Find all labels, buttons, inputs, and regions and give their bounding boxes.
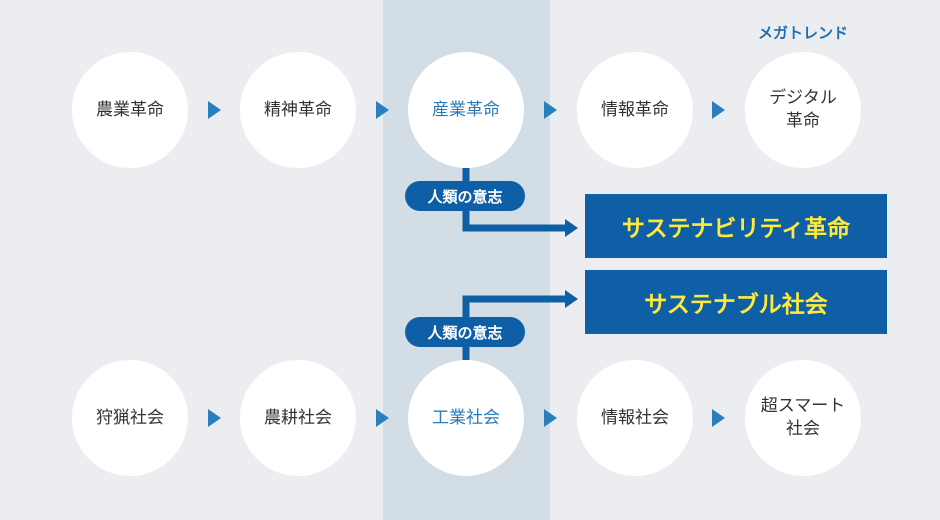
arrow-right-icon [544, 409, 557, 427]
connector-bottom-arrowhead [565, 290, 578, 308]
node-digital-revolution: デジタル 革命 [745, 52, 861, 168]
node-information-society: 情報社会 [577, 360, 693, 476]
node-agrarian-society: 農耕社会 [240, 360, 356, 476]
megatrend-label: メガトレンド [757, 24, 848, 42]
arrow-right-icon [376, 409, 389, 427]
sustainable-society-box: サステナブル社会 [585, 270, 887, 334]
node-hunting-society: 狩猟社会 [72, 360, 188, 476]
node-industrial-society: 工業社会 [408, 360, 524, 476]
arrow-right-icon [712, 101, 725, 119]
node-spiritual-revolution: 精神革命 [240, 52, 356, 168]
human-will-label-bottom: 人類の意志 [405, 317, 525, 347]
node-information-revolution: 情報革命 [577, 52, 693, 168]
arrow-right-icon [544, 101, 557, 119]
arrow-right-icon [208, 101, 221, 119]
arrow-right-icon [376, 101, 389, 119]
connector-top-arrowhead [565, 219, 578, 237]
human-will-label-top: 人類の意志 [405, 181, 525, 211]
node-agricultural-revolution: 農業革命 [72, 52, 188, 168]
node-industrial-revolution: 産業革命 [408, 52, 524, 168]
arrow-right-icon [712, 409, 725, 427]
arrow-right-icon [208, 409, 221, 427]
sustainability-revolution-box: サステナビリティ革命 [585, 194, 887, 258]
node-super-smart-society: 超スマート 社会 [745, 360, 861, 476]
